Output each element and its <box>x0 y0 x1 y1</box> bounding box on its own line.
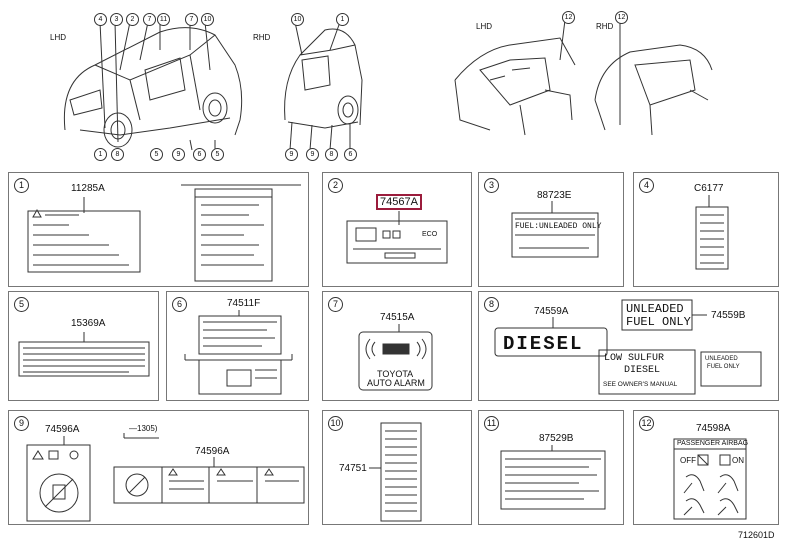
part-number-88723E[interactable]: 88723E <box>537 190 572 201</box>
callout-car2-10: 10 <box>291 13 304 26</box>
panel-12: 12 74598A PASSENGER AIRBAG OFF ON <box>633 410 779 525</box>
callout-7: 7 <box>143 13 156 26</box>
panel-8-drawing <box>494 299 762 395</box>
callout-3: 3 <box>110 13 123 26</box>
toyota-text: TOYOTA <box>377 369 414 379</box>
callout-dash-lhd-12: 12 <box>562 11 575 24</box>
diesel-text: DIESEL <box>503 333 584 355</box>
callout-10: 10 <box>201 13 214 26</box>
panel-6-drawing <box>184 310 293 395</box>
part-number-74567A-highlighted[interactable]: 74567A <box>376 194 422 210</box>
panel-number: 12 <box>639 416 654 431</box>
part-number-74751[interactable]: 74751 <box>339 463 367 474</box>
part-number-15369A[interactable]: 15369A <box>71 318 106 329</box>
panel-5-drawing <box>18 332 150 377</box>
callout-car2-1: 1 <box>336 13 349 26</box>
unleaded-text: UNLEADED <box>626 302 684 316</box>
panel-10-drawing <box>369 422 422 522</box>
fuel-only-text: FUEL ONLY <box>626 315 691 329</box>
part-number-74596A-left[interactable]: 74596A <box>45 424 80 435</box>
callout-11: 11 <box>157 13 170 26</box>
callout-4: 4 <box>94 13 107 26</box>
part-number-74559A[interactable]: 74559A <box>534 306 569 317</box>
diagram-code: 712601D <box>738 530 775 540</box>
passenger-airbag-text: PASSENGER AIRBAG <box>677 440 749 447</box>
see-owners-manual-text: SEE OWNER'S MANUAL <box>603 381 678 388</box>
lhd-dash-label: LHD <box>476 22 493 31</box>
part-number-74598A[interactable]: 74598A <box>696 423 731 434</box>
panel-4: 4 C6177 <box>633 172 779 287</box>
panel-2: 2 74567A ECO <box>322 172 472 287</box>
rhd-dash-label: RHD <box>596 22 614 31</box>
part-number-C6177[interactable]: C6177 <box>694 183 724 194</box>
panel-number: 4 <box>639 178 654 193</box>
callout-car2-9: 9 <box>285 148 298 161</box>
part-number-74511F[interactable]: 74511F <box>227 298 261 309</box>
panel-11: 11 87529B <box>478 410 624 525</box>
panel-4-drawing <box>695 195 729 270</box>
panel-number: 3 <box>484 178 499 193</box>
panel-6: 6 74511F <box>166 291 309 401</box>
rhd-label: RHD <box>253 33 271 42</box>
part-number-87529B[interactable]: 87529B <box>539 433 574 444</box>
panel-number: 7 <box>328 297 343 312</box>
panel-number: 11 <box>484 416 499 431</box>
panel-9-drawing <box>26 433 305 522</box>
part-number-74596A-right[interactable]: 74596A <box>195 446 230 457</box>
airbag-on-text: ON <box>732 456 744 465</box>
callout-8: 8 <box>111 148 124 161</box>
callout-5: 5 <box>150 148 163 161</box>
small-fuel-only-text: FUEL ONLY <box>707 364 740 370</box>
panel-number: 6 <box>172 297 187 312</box>
callout-car2-6: 6 <box>344 148 357 161</box>
callout-dash-rhd-12: 12 <box>615 11 628 24</box>
small-unleaded-text: UNLEADED <box>705 356 738 362</box>
dashboard-lhd-drawing <box>454 19 576 136</box>
part-number-74559B[interactable]: 74559B <box>711 310 746 321</box>
callout-5b: 5 <box>211 148 224 161</box>
car-rear-view-drawing <box>284 21 363 151</box>
panel-5: 5 15369A <box>8 291 159 401</box>
panel-number: 1 <box>14 178 29 193</box>
panel-number: 9 <box>14 416 29 431</box>
callout-9: 9 <box>172 148 185 161</box>
callout-7b: 7 <box>185 13 198 26</box>
eco-label: ECO <box>422 231 438 238</box>
panel-1-drawing <box>27 184 301 282</box>
production-note: —1305) <box>129 424 158 433</box>
panel-number: 10 <box>328 416 343 431</box>
panel-3: 3 88723E FUEL:UNLEADED ONLY <box>478 172 624 287</box>
dashboard-rhd-drawing <box>594 22 713 136</box>
panel-number: 8 <box>484 297 499 312</box>
fuel-unleaded-only-text: FUEL:UNLEADED ONLY <box>515 222 602 231</box>
airbag-off-text: OFF <box>680 456 696 465</box>
panel-9: 9 74596A —1305) 74596A <box>8 410 309 525</box>
panel-7-drawing <box>358 324 433 391</box>
low-diesel-text: DIESEL <box>624 365 661 376</box>
panel-number: 2 <box>328 178 343 193</box>
panel-10: 10 74751 <box>322 410 472 525</box>
panel-7: 7 74515A TOYOTA AUTO ALARM <box>322 291 472 401</box>
callout-car2-8: 8 <box>325 148 338 161</box>
panel-3-drawing <box>511 201 599 258</box>
panel-8: 8 74559A 74559B DIESEL UNLEADED FUEL ONL… <box>478 291 779 401</box>
panel-number: 5 <box>14 297 29 312</box>
panel-12-drawing <box>673 438 747 520</box>
panel-1: 1 11285A <box>8 172 309 287</box>
callout-2: 2 <box>126 13 139 26</box>
panel-11-drawing <box>500 445 606 510</box>
car-front-view-drawing <box>63 21 243 151</box>
panel-2-drawing <box>346 211 448 264</box>
part-number-11285A[interactable]: 11285A <box>71 183 105 194</box>
callout-1: 1 <box>94 148 107 161</box>
callout-6: 6 <box>193 148 206 161</box>
callout-car2-9b: 9 <box>306 148 319 161</box>
low-sulfur-text: LOW SULFUR <box>604 353 665 364</box>
lhd-label: LHD <box>50 33 67 42</box>
auto-alarm-text: AUTO ALARM <box>367 378 425 388</box>
part-number-74515A[interactable]: 74515A <box>380 312 415 323</box>
